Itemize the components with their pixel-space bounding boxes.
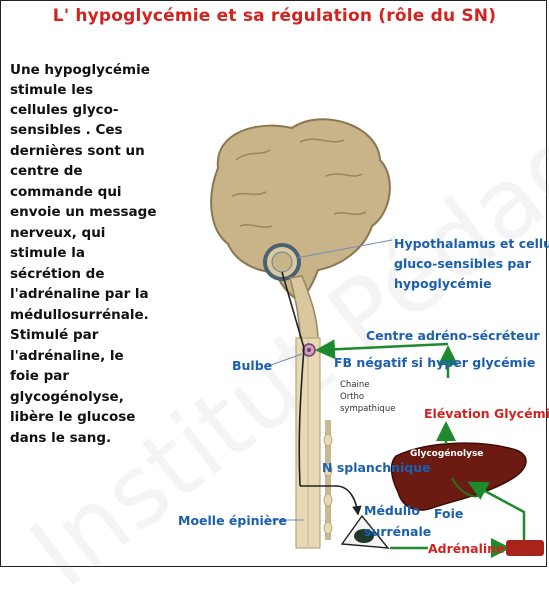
sympathetic-chain: [324, 420, 332, 540]
centre-label: Centre adréno-sécréteur: [366, 328, 540, 343]
medullo-label-1: Médullo: [364, 503, 420, 518]
hypothalamus-label-2: gluco-sensibles par: [394, 256, 531, 271]
medullo-label-2: surrénale: [364, 524, 431, 539]
moelle-label: Moelle épinière: [178, 513, 287, 528]
foie-label: Foie: [434, 506, 463, 521]
glycogenolyse-label: Glycogénolyse: [410, 449, 483, 459]
centre-arrow: [320, 344, 448, 350]
chain-label-1: Chaine: [340, 380, 370, 390]
brain-illustration: [211, 119, 390, 340]
elevation-label: Elévation Glycémie: [424, 406, 549, 421]
chain-label-3: sympathique: [340, 404, 395, 414]
blood-vessel: [506, 540, 544, 556]
splanchnic-label: N splanchnique: [322, 460, 431, 475]
chain-label-2: Ortho: [340, 392, 364, 402]
hypothalamus-label-1: Hypothalamus et cellules: [394, 236, 549, 251]
feedback-label: FB négatif si hyper glycémie: [334, 355, 535, 370]
brain-shape: [211, 119, 390, 300]
adrenaline-label: Adrénaline: [428, 541, 505, 556]
hypothalamus-label-3: hypoglycémie: [394, 276, 492, 291]
bulbe-label: Bulbe: [232, 358, 272, 373]
